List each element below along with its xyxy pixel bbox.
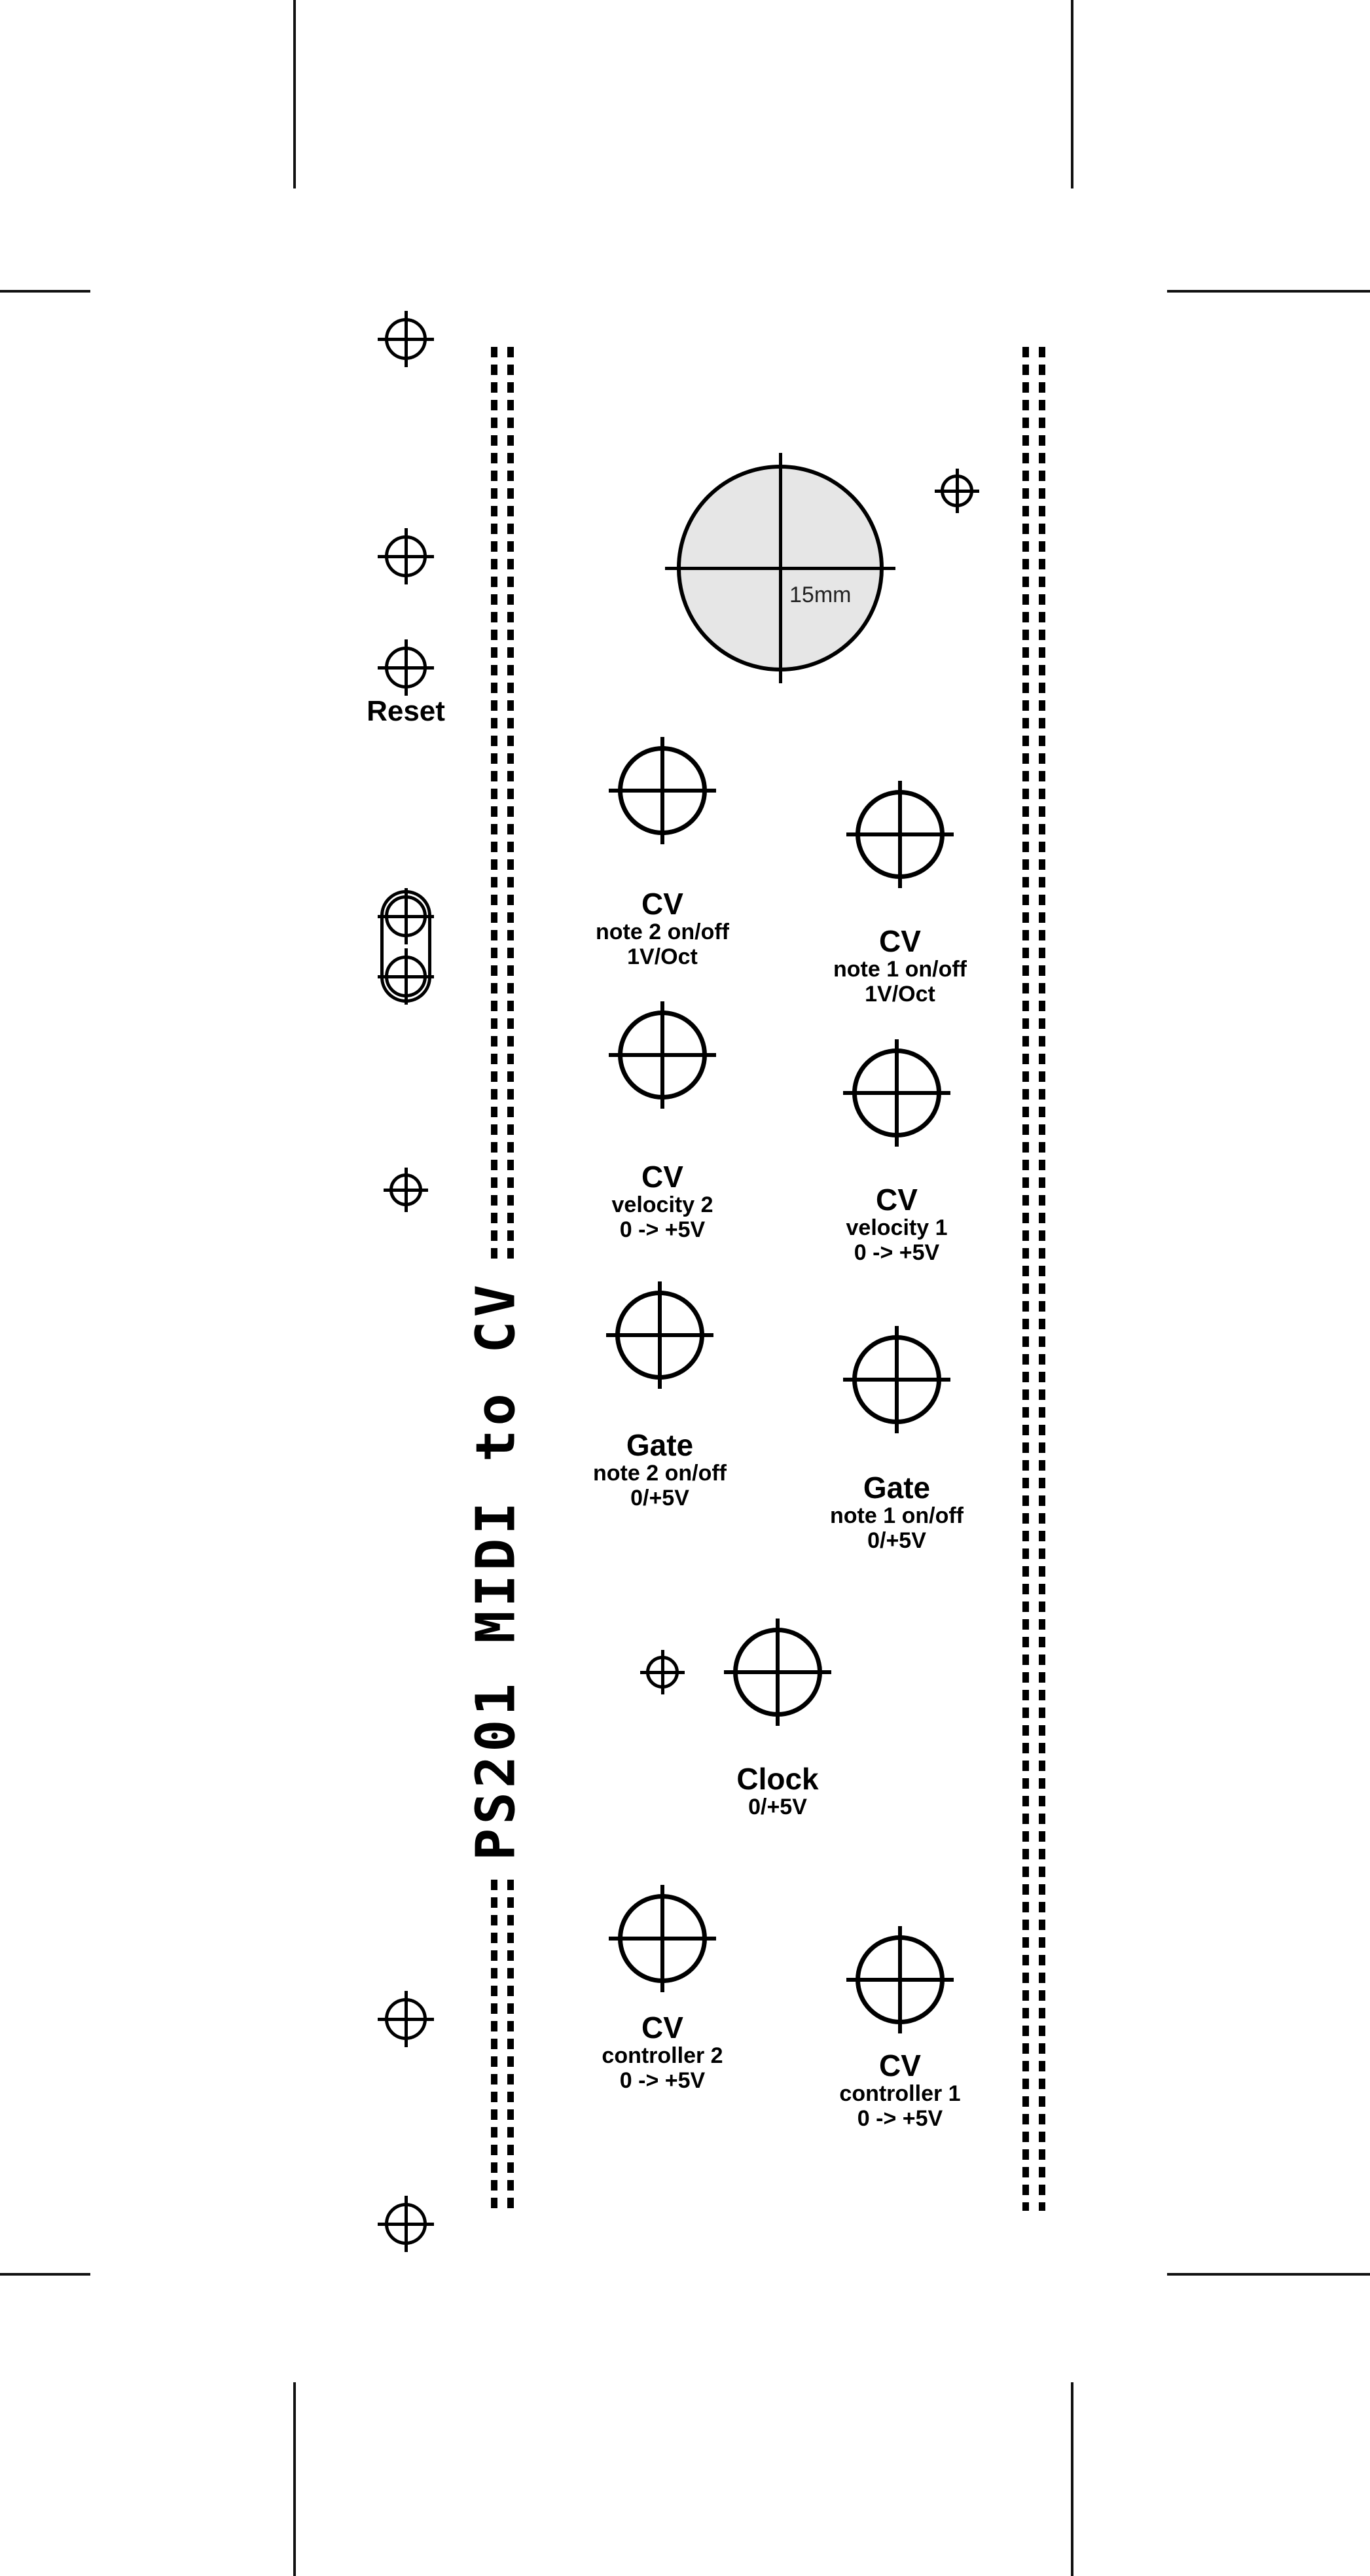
mount-hole-near-clock xyxy=(640,1650,685,1694)
crosshair-v xyxy=(898,781,902,888)
mount-hole-top-right xyxy=(935,469,979,513)
crosshair-v xyxy=(660,1885,664,1992)
jack-label-line3: 1V/Oct xyxy=(865,981,935,1007)
mount-hole-bottom-2 xyxy=(378,2196,434,2252)
crop-mark-right-upper xyxy=(1167,290,1370,293)
crosshair-v xyxy=(404,888,408,944)
jack-hole-clock xyxy=(724,1619,831,1726)
jack-hole-gate-note-2 xyxy=(606,1281,713,1389)
crosshair-v xyxy=(404,2196,408,2252)
jack-label-line1: CV xyxy=(641,2011,683,2045)
jack-label-line2: controller 1 xyxy=(839,2081,961,2106)
crop-mark-top-left xyxy=(293,0,296,188)
right-rail-line2 xyxy=(1039,347,1045,2211)
jack-label-line1: Clock xyxy=(736,1762,819,1796)
crop-mark-top-right xyxy=(1071,0,1073,188)
crosshair-v xyxy=(895,1039,899,1147)
jack-label-line2: note 2 on/off xyxy=(596,919,729,944)
crop-mark-left-lower xyxy=(0,2273,90,2276)
jack-label-line1: Gate xyxy=(626,1428,694,1462)
jack-label-line1: Gate xyxy=(863,1471,931,1505)
left-rail-upper-line2 xyxy=(507,347,514,1260)
crop-mark-bottom-left xyxy=(293,2382,296,2576)
reset-label: Reset xyxy=(367,695,445,727)
crosshair-v xyxy=(955,469,959,513)
crosshair-v xyxy=(898,1926,902,2033)
crosshair-v xyxy=(778,453,782,683)
crosshair-v xyxy=(660,737,664,844)
jack-hole-cv-note-2 xyxy=(609,737,716,844)
jack-label-line3: 1V/Oct xyxy=(627,944,698,969)
jack-label-line2: note 2 on/off xyxy=(593,1460,727,1486)
jack-label-line3: 0 -> +5V xyxy=(854,1240,940,1265)
slot-hole-upper xyxy=(378,888,434,944)
crosshair-v xyxy=(895,1326,899,1433)
panel-title-vertical: PS201 MIDI to CV xyxy=(465,1281,528,1861)
jack-label-line2: controller 2 xyxy=(602,2043,723,2068)
crosshair-v xyxy=(660,1650,664,1694)
jack-label-line1: CV xyxy=(876,1183,918,1217)
jack-hole-cv-note-1 xyxy=(846,781,954,888)
jack-hole-cv-velocity-1 xyxy=(843,1039,950,1147)
jack-label-cv-note-2: CV note 2 on/off 1V/Oct xyxy=(596,889,729,969)
jack-label-line3: 0 -> +5V xyxy=(857,2105,943,2131)
crosshair-v xyxy=(404,528,408,584)
left-rail-lower-line1 xyxy=(491,1880,497,2211)
reset-button-hole xyxy=(378,639,434,696)
mount-hole-top-1 xyxy=(378,311,434,367)
jack-label-cv-controller-2: CV controller 2 0 -> +5V xyxy=(602,2012,723,2093)
jack-label-line1: CV xyxy=(879,2048,921,2083)
crosshair-v xyxy=(404,948,408,1005)
jack-label-line1: CV xyxy=(641,1160,683,1194)
jack-hole-cv-controller-1 xyxy=(846,1926,954,2033)
jack-label-line3: 0 -> +5V xyxy=(619,2067,706,2093)
crosshair-v xyxy=(404,1991,408,2047)
crosshair-v xyxy=(660,1001,664,1109)
crosshair-v xyxy=(658,1281,662,1389)
jack-label-cv-note-1: CV note 1 on/off 1V/Oct xyxy=(833,926,967,1007)
jack-label-line3: 0/+5V xyxy=(630,1485,689,1511)
jack-hole-cv-velocity-2 xyxy=(609,1001,716,1109)
big-hole-diameter-label: 15mm xyxy=(789,582,852,607)
jack-label-line2: velocity 2 xyxy=(611,1192,713,1217)
jack-label-cv-controller-1: CV controller 1 0 -> +5V xyxy=(839,2050,960,2131)
jack-label-cv-velocity-2: CV velocity 2 0 -> +5V xyxy=(612,1162,713,1242)
left-rail-upper-line1 xyxy=(491,347,497,1260)
jack-label-gate-note-2: Gate note 2 on/off 0/+5V xyxy=(593,1430,727,1511)
big-hole-15mm xyxy=(665,453,895,683)
jack-hole-cv-controller-2 xyxy=(609,1885,716,1992)
jack-label-line3: 0/+5V xyxy=(867,1528,926,1553)
left-rail-lower-line2 xyxy=(507,1880,514,2211)
jack-label-cv-velocity-1: CV velocity 1 0 -> +5V xyxy=(846,1185,948,1265)
jack-label-gate-note-1: Gate note 1 on/off 0/+5V xyxy=(830,1473,964,1553)
mount-hole-mid xyxy=(384,1168,428,1212)
crosshair-v xyxy=(776,1619,780,1726)
jack-label-line3: 0 -> +5V xyxy=(619,1217,706,1242)
jack-label-line2: velocity 1 xyxy=(846,1215,948,1240)
crosshair-v xyxy=(404,1168,408,1212)
jack-label-line1: CV xyxy=(879,924,921,958)
jack-label-clock: Clock 0/+5V xyxy=(736,1764,818,1819)
crop-mark-right-lower xyxy=(1167,2273,1370,2276)
jack-label-line2: note 1 on/off xyxy=(830,1503,964,1528)
jack-label-line1: CV xyxy=(641,887,683,921)
crosshair-v xyxy=(404,639,408,696)
mount-hole-bottom-1 xyxy=(378,1991,434,2047)
mount-hole-top-2 xyxy=(378,528,434,584)
jack-label-line2: note 1 on/off xyxy=(833,956,967,982)
jack-label-line2: 0/+5V xyxy=(748,1794,807,1819)
crosshair-v xyxy=(404,311,408,367)
slot-hole-lower xyxy=(378,948,434,1005)
right-rail-line1 xyxy=(1022,347,1029,2211)
jack-hole-gate-note-1 xyxy=(843,1326,950,1433)
crop-mark-left-upper xyxy=(0,290,90,293)
crop-mark-bottom-right xyxy=(1071,2382,1073,2576)
